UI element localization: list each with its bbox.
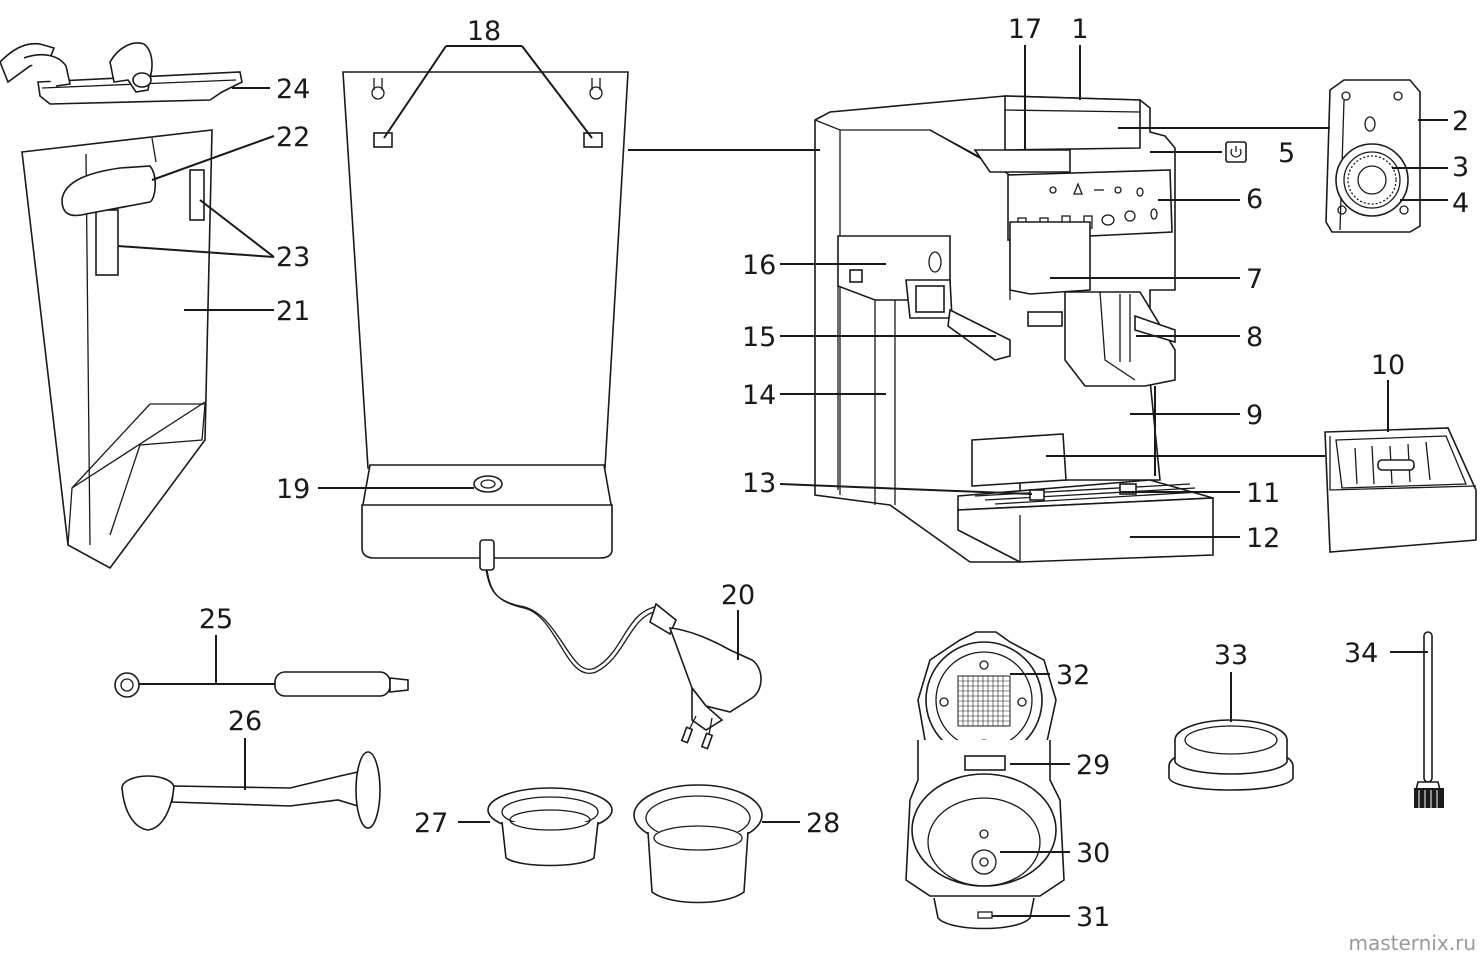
part-27-single-filter — [487, 787, 613, 867]
callout-29: 29 — [1076, 750, 1110, 781]
callout-9: 9 — [1246, 400, 1263, 431]
callout-3: 3 — [1452, 152, 1469, 183]
main-coffee-machine — [814, 95, 1214, 563]
callout-32: 32 — [1056, 660, 1090, 691]
part-21-side-cover-panel — [21, 129, 213, 570]
callout-6: 6 — [1246, 184, 1263, 215]
callout-4: 4 — [1452, 188, 1469, 219]
callout-2: 2 — [1452, 106, 1469, 137]
part-2-3-4-rear-panel-dial — [1325, 79, 1421, 233]
part-34-cleaning-brush — [1414, 631, 1444, 808]
callout-13: 13 — [742, 468, 776, 499]
callout-24: 24 — [276, 74, 310, 105]
callout-21: 21 — [276, 296, 310, 327]
callout-28: 28 — [806, 808, 840, 839]
callout-8: 8 — [1246, 322, 1263, 353]
callout-20: 20 — [721, 580, 755, 611]
callout-17: 17 — [1008, 14, 1042, 45]
callout-22: 22 — [276, 122, 310, 153]
callout-27: 27 — [414, 808, 448, 839]
part-18-19-water-tank — [342, 71, 629, 559]
callout-15: 15 — [742, 322, 776, 353]
callout-30: 30 — [1076, 838, 1110, 869]
callout-12: 12 — [1246, 523, 1280, 554]
part-33-lid — [1168, 719, 1294, 791]
callout-7: 7 — [1246, 264, 1263, 295]
callout-1: 1 — [1071, 14, 1088, 45]
callout-16: 16 — [742, 250, 776, 281]
part-10-grounds-container — [1324, 427, 1477, 553]
leader-lines — [117, 45, 1448, 917]
callout-31: 31 — [1076, 902, 1110, 933]
callout-5: 5 — [1278, 138, 1295, 169]
callout-10: 10 — [1371, 350, 1405, 381]
callout-11: 11 — [1246, 478, 1280, 509]
callout-26: 26 — [228, 706, 262, 737]
part-26-measuring-scoop-tamper — [121, 751, 381, 831]
watermark: masternix.ru — [1349, 931, 1477, 955]
part-25-cleaning-needle — [114, 671, 409, 698]
callout-33: 33 — [1214, 640, 1248, 671]
part-20-power-cord-plug — [479, 539, 762, 750]
part-28-double-filter — [633, 784, 763, 904]
part-24-hand-held-tray — [0, 42, 243, 105]
callout-14: 14 — [742, 380, 776, 411]
callout-25: 25 — [199, 604, 233, 635]
callout-18: 18 — [467, 16, 501, 47]
callout-34: 34 — [1344, 638, 1378, 669]
callout-23: 23 — [276, 242, 310, 273]
callout-labels: 1 17 18 2 3 4 5 6 7 8 9 10 11 12 13 14 1… — [199, 14, 1469, 933]
callout-19: 19 — [276, 474, 310, 505]
part-29-32-brew-unit — [905, 631, 1065, 930]
